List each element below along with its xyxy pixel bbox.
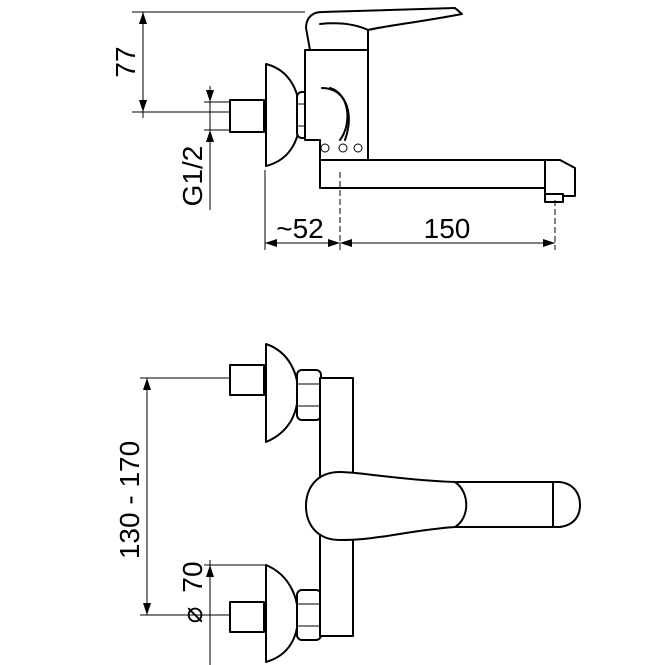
front-lever-handle (305, 471, 581, 541)
lower-nut (296, 589, 322, 641)
dim-label-77: 77 (110, 46, 141, 77)
diameter-symbol: ⌀ (177, 607, 208, 624)
upper-rosette (265, 343, 299, 443)
dim-label-130-170: 130 - 170 (114, 441, 145, 559)
mixer-body (304, 49, 369, 161)
side-view: 77 G1/2 (110, 7, 576, 250)
lower-rosette (265, 564, 299, 663)
dimension-diameter-70: ⌀ 70 (177, 560, 266, 665)
dim-label-52: ~52 (276, 213, 324, 244)
dimension-center-distance: 130 - 170 (114, 377, 240, 616)
dim-label-150: 150 (424, 213, 471, 244)
spout (319, 159, 576, 197)
upper-nut (296, 369, 322, 421)
dim-label-g12: G1/2 (177, 146, 208, 207)
lever-handle (305, 7, 463, 51)
upper-inlet (229, 364, 265, 396)
dimension-thread-g12: G1/2 (177, 86, 230, 210)
front-view: 130 - 170 ⌀ 70 (114, 343, 581, 665)
wall-rosette (265, 63, 301, 167)
lower-inlet (229, 601, 265, 633)
dimension-spout-150: 150 (340, 213, 555, 247)
dimension-offset-52: ~52 (265, 213, 340, 247)
inlet-connector (229, 99, 265, 133)
dim-label-70: 70 (177, 561, 208, 592)
dimension-height-77: 77 (110, 11, 305, 118)
